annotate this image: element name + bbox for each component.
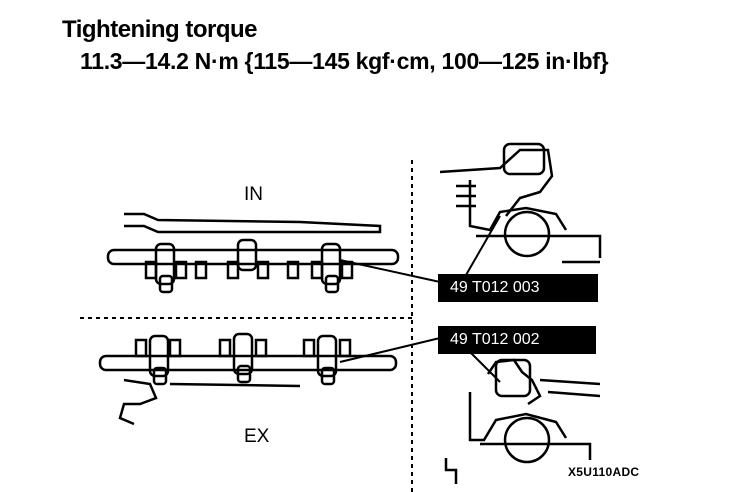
intake-label: IN bbox=[244, 184, 263, 205]
leader-upper bbox=[339, 259, 441, 283]
exhaust-rocker-1 bbox=[134, 334, 182, 386]
intake-rocker-2 bbox=[226, 238, 270, 280]
exhaust-label: EX bbox=[244, 426, 270, 447]
figure-code: X5U110ADC bbox=[568, 465, 640, 479]
tool-tag-lower: 49 T012 002 bbox=[438, 326, 596, 354]
exhaust-rocker-2 bbox=[218, 332, 268, 384]
upper-head-section bbox=[439, 142, 602, 264]
exhaust-rocker-3 bbox=[302, 334, 352, 386]
page-title: Tightening torque bbox=[62, 16, 258, 43]
exhaust-shaft-assembly bbox=[98, 332, 398, 426]
lower-head-section bbox=[444, 358, 601, 484]
tool-tag-upper: 49 T012 003 bbox=[438, 274, 598, 302]
leader-lower-head bbox=[469, 351, 501, 383]
intake-rocker-1 bbox=[144, 242, 188, 294]
intake-shaft-assembly bbox=[106, 212, 400, 294]
torque-spec: 11.3—14.2 N·m {115—145 kgf·cm, 100—125 i… bbox=[80, 48, 609, 74]
leader-lower bbox=[339, 337, 441, 363]
leader-upper-head bbox=[461, 215, 501, 283]
